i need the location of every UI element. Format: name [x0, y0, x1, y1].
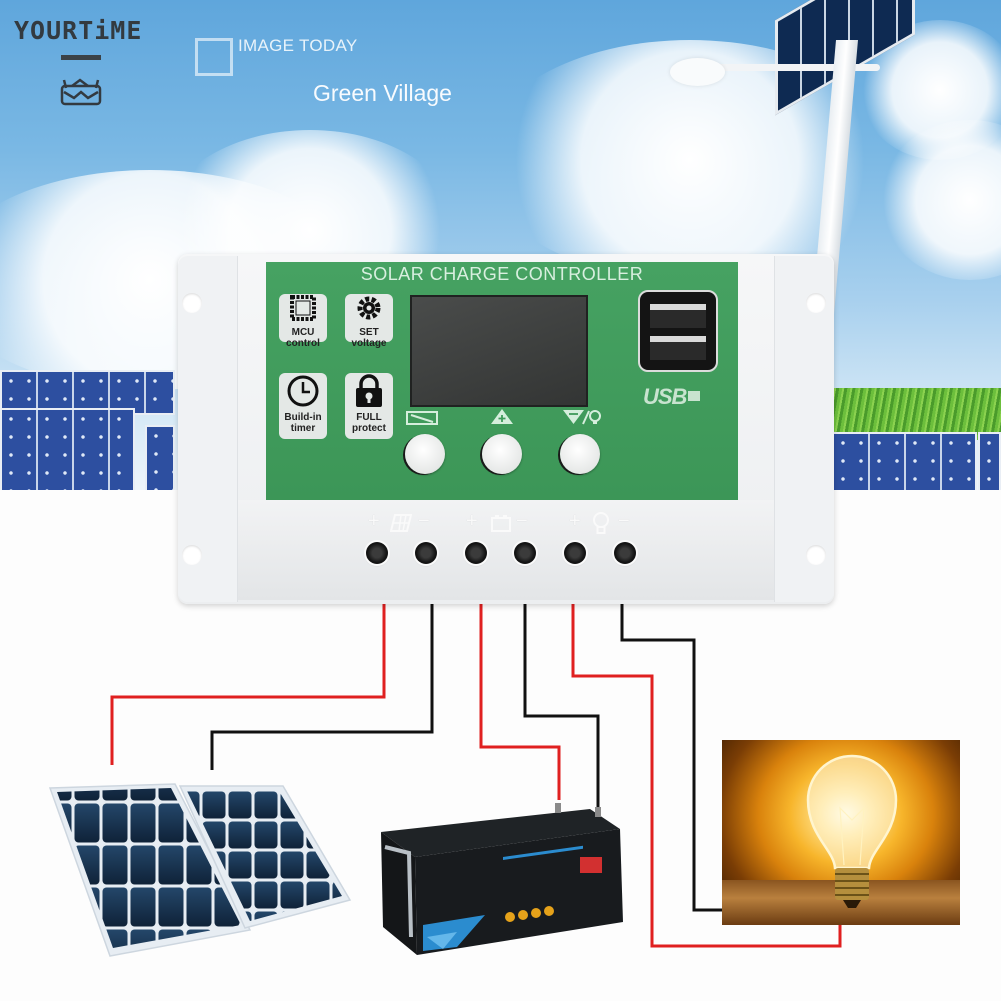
feature-label-line1: SET	[359, 327, 379, 338]
background-solar-panel	[978, 432, 1001, 494]
clock-icon	[287, 375, 319, 407]
street-lamp-head	[670, 58, 725, 86]
usb-slot[interactable]	[650, 336, 706, 360]
solar-panel-left	[48, 783, 252, 957]
background-solar-panel	[145, 425, 175, 493]
mount-flange-left	[178, 256, 238, 602]
watermark-subtitle: Green Village	[313, 80, 452, 106]
brand-logo-text: YOURTiME	[14, 16, 143, 45]
grass	[820, 388, 1001, 440]
terminal-solar-plus-label: +	[368, 510, 380, 532]
terminal-load-minus-label: −	[618, 510, 630, 532]
feature-label-line1: Build-in	[284, 412, 322, 423]
mount-hole	[182, 545, 202, 565]
feature-label-line2: protect	[352, 423, 386, 434]
battery-terminal-positive	[555, 803, 561, 813]
terminal-screw-battery-positive[interactable]	[465, 542, 487, 564]
watermark-title: IMAGE TODAY	[238, 36, 358, 55]
lcd-display	[410, 295, 588, 407]
gear-icon	[357, 296, 381, 320]
background-solar-panel	[0, 408, 135, 493]
mount-flange-right	[774, 256, 834, 602]
triangle-minus-bulb-icon	[563, 410, 601, 425]
feature-badge-timer: Build-in timer	[279, 373, 327, 439]
feature-badge-set-voltage: SET voltage	[345, 294, 393, 349]
terminal-screw-solar-negative[interactable]	[415, 542, 437, 564]
mount-hole	[806, 545, 826, 565]
crab-robot-logo-icon	[60, 78, 102, 106]
terminal-solar-minus-label: −	[418, 510, 430, 532]
mount-hole	[182, 293, 202, 313]
minus-light-button[interactable]	[560, 434, 600, 474]
terminal-battery-plus-label: +	[466, 510, 478, 532]
feature-label-line1: MCU	[291, 327, 315, 338]
chip-icon	[290, 295, 316, 321]
battery-icon	[491, 515, 511, 532]
terminal-screw-load-positive[interactable]	[564, 542, 586, 564]
terminal-screw-solar-positive[interactable]	[366, 542, 388, 564]
terminal-screw-load-negative[interactable]	[614, 542, 636, 564]
solar-panels	[48, 783, 352, 957]
battery-handle	[384, 845, 413, 938]
background-solar-panel	[832, 432, 977, 494]
terminal-load-plus-label: +	[569, 510, 581, 532]
feature-label-line2: control	[286, 338, 320, 349]
bulb-screw-base	[835, 868, 869, 908]
watermark-image-icon	[195, 38, 233, 76]
feature-label-line2: timer	[290, 423, 316, 434]
usb-port-dual[interactable]	[638, 290, 718, 372]
feature-badge-full-protect: FULL protect	[345, 373, 393, 439]
usb-slot[interactable]	[650, 304, 706, 328]
plus-button[interactable]	[482, 434, 522, 474]
feature-badge-mcu: MCU control	[279, 294, 327, 349]
solar-panel-right	[178, 785, 352, 929]
battery	[381, 803, 623, 955]
feature-label-line2: voltage	[351, 338, 387, 349]
battery-terminal-negative	[595, 807, 601, 817]
usb-label: USB	[643, 384, 687, 409]
brand-underline	[61, 55, 101, 60]
battery-display-icon	[406, 411, 438, 425]
controller-title: SOLAR CHARGE CONTROLLER	[360, 264, 644, 284]
bulb-icon	[593, 512, 609, 534]
triangle-plus-icon	[491, 409, 513, 424]
street-lamp-arm	[700, 64, 880, 71]
mount-hole	[806, 293, 826, 313]
feature-label-line1: FULL	[356, 412, 382, 423]
lock-icon	[356, 374, 382, 407]
background-solar-panel	[0, 370, 175, 415]
terminal-battery-minus-label: −	[516, 510, 528, 532]
light-bulb-icon	[806, 754, 898, 908]
battery-brand-badge	[580, 857, 602, 873]
terminal-screw-battery-negative[interactable]	[514, 542, 536, 564]
menu-button[interactable]	[405, 434, 445, 474]
solar-panel-icon	[390, 514, 412, 532]
usb-battery-glyph-icon	[688, 391, 700, 401]
